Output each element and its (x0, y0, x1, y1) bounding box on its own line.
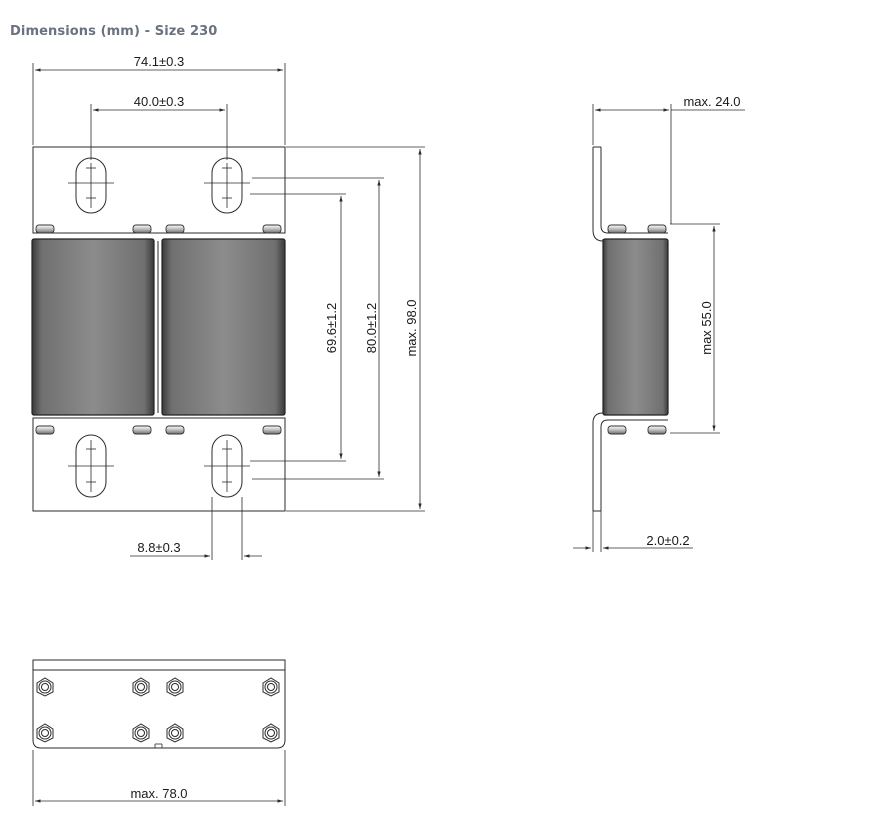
top-plate (32, 146, 286, 234)
dim-inner-height-label: 69.6±1.2 (324, 303, 339, 354)
dim-thickness-label: 2.0±0.2 (646, 533, 689, 548)
dim-bottom-width-label: max. 78.0 (130, 786, 187, 801)
nut-row-bottom (35, 425, 282, 435)
dim-overall-height: max. 98.0 (404, 149, 422, 509)
dim-body-height-label: max 55.0 (699, 301, 714, 354)
bottom-view: max. 78.0 (32, 659, 286, 806)
dim-hole-height: 80.0±1.2 (364, 180, 381, 477)
slot-bottom-left (68, 434, 114, 498)
bottom-plate (32, 417, 286, 512)
dim-slot-width-label: 8.8±0.3 (137, 540, 180, 555)
dim-slot-width: 8.8±0.3 (130, 497, 262, 560)
slot-bottom-right (204, 434, 250, 498)
dim-overall-width: 74.1±0.3 (32, 54, 286, 145)
page-title: Dimensions (mm) - Size 230 (10, 24, 218, 39)
dim-overall-width-label: 74.1±0.3 (134, 54, 185, 69)
dim-side-depth-label: max. 24.0 (683, 94, 740, 109)
body-left (31, 238, 155, 416)
dim-hole-spacing: 40.0±0.3 (90, 94, 228, 160)
dim-body-height: max 55.0 (670, 223, 720, 434)
dim-inner-height: 69.6±1.2 (324, 196, 343, 459)
body-right (161, 238, 286, 416)
dim-overall-height-label: max. 98.0 (404, 299, 419, 356)
dim-bottom-width: max. 78.0 (32, 750, 286, 806)
dim-hole-height-label: 80.0±1.2 (364, 303, 379, 354)
bolt-grid (36, 677, 280, 743)
dim-thickness: 2.0±0.2 (573, 511, 693, 552)
nut-row-top (35, 224, 282, 234)
dim-hole-spacing-label: 40.0±0.3 (134, 94, 185, 109)
side-view: max. 24.0 max 55.0 2.0±0.2 (573, 94, 745, 552)
side-body (602, 238, 669, 416)
dim-side-depth: max. 24.0 (592, 94, 745, 224)
front-view: 74.1±0.3 40.0±0.3 69.6±1.2 80.0±1.2 (31, 54, 425, 560)
